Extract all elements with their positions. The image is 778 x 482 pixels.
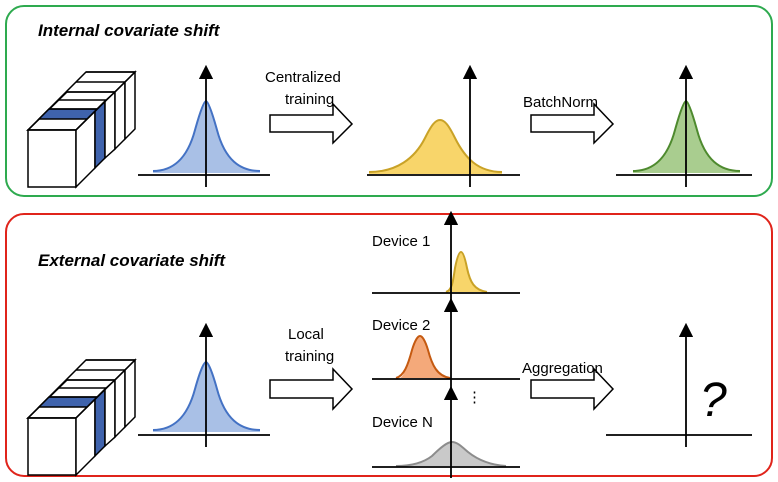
device-n-distribution: Device N bbox=[372, 385, 520, 478]
arrow-aggregation: Aggregation bbox=[522, 360, 615, 411]
arrow-local-training: Local training bbox=[269, 326, 354, 411]
arrow-label-local: Local bbox=[288, 326, 324, 343]
arrow-centralized-training: Centralized training bbox=[265, 69, 354, 145]
arrow-label-centralized: Centralized bbox=[265, 69, 341, 86]
internal-panel-title: Internal covariate shift bbox=[38, 21, 221, 40]
distribution-input-external bbox=[138, 322, 270, 447]
question-mark: ? bbox=[700, 374, 727, 427]
device-1-label: Device 1 bbox=[372, 233, 430, 250]
device-ellipsis: ⋮ bbox=[467, 389, 482, 406]
arrow-label-aggregation: Aggregation bbox=[522, 360, 603, 377]
distribution-input-internal bbox=[138, 64, 270, 187]
internal-panel-border bbox=[5, 5, 773, 197]
device-2-distribution: Device 2 bbox=[372, 297, 520, 388]
arrow-batchnorm: BatchNorm bbox=[523, 94, 615, 145]
feature-map-cube-internal bbox=[26, 70, 137, 189]
external-panel-border bbox=[5, 213, 773, 477]
device-n-label: Device N bbox=[372, 414, 433, 431]
device-1-distribution: Device 1 bbox=[372, 210, 520, 302]
arrow-label-training-1: training bbox=[285, 91, 334, 108]
distribution-shifted-internal bbox=[367, 64, 520, 187]
distribution-unknown-external: ? bbox=[606, 322, 752, 447]
feature-map-cube-external bbox=[26, 358, 137, 477]
arrow-label-training-2: training bbox=[285, 348, 334, 365]
distribution-normalized-internal bbox=[616, 64, 752, 187]
external-panel-title: External covariate shift bbox=[38, 251, 226, 270]
device-2-label: Device 2 bbox=[372, 317, 430, 334]
arrow-label-batchnorm: BatchNorm bbox=[523, 94, 598, 111]
